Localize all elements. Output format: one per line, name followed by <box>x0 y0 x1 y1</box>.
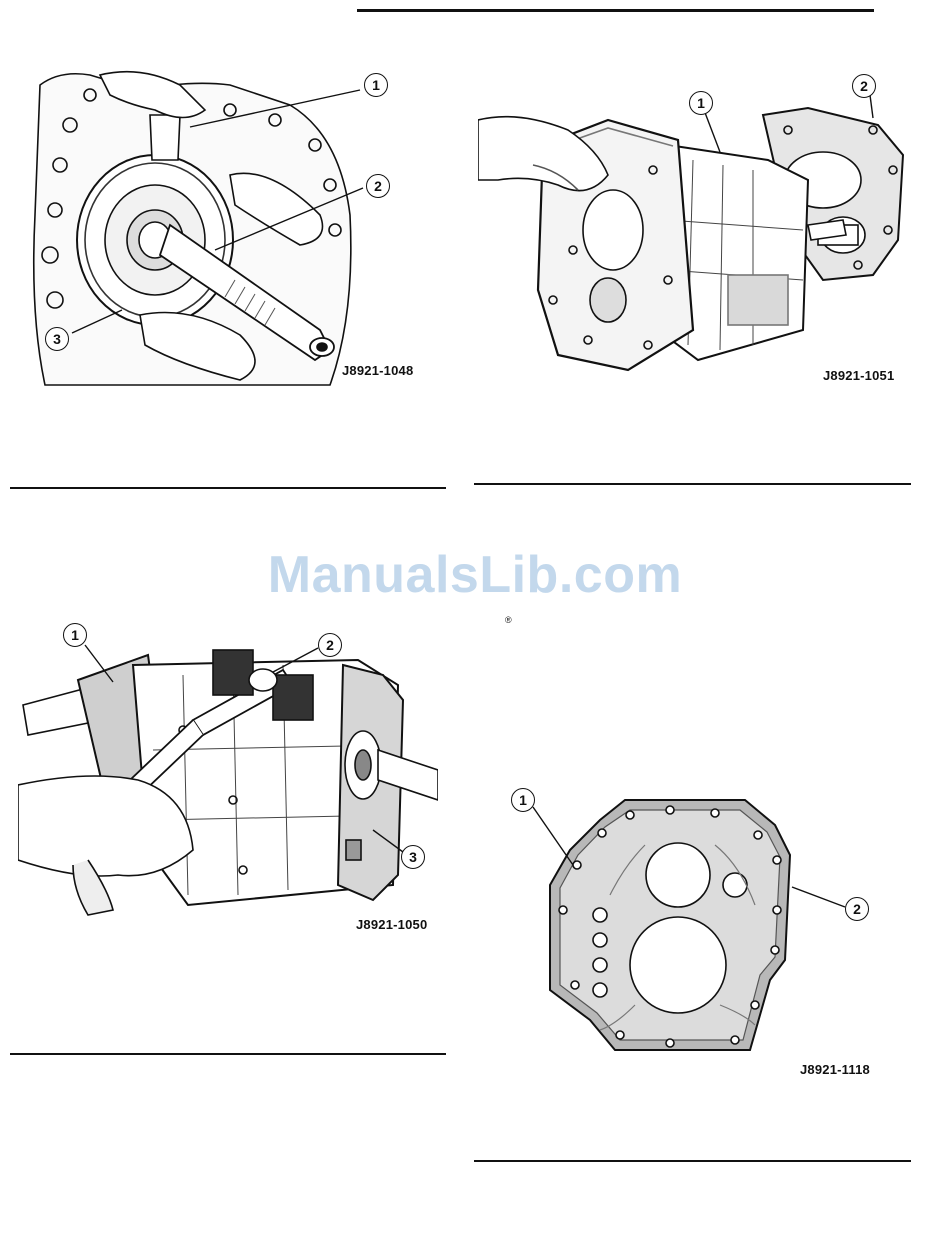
figure-adapter-gasket: 1 2 <box>505 785 855 1060</box>
watermark: ManualsLib.com <box>0 545 950 605</box>
callout-3: 3 <box>45 327 69 351</box>
figure-id: J8921-1050 <box>356 917 427 932</box>
callout-1: 1 <box>511 788 535 812</box>
callout-1: 1 <box>63 623 87 647</box>
top-rule <box>357 9 874 12</box>
figure-2-divider <box>474 483 911 485</box>
figure-id: J8921-1051 <box>823 368 894 383</box>
adapter-gasket-illustration <box>505 785 855 1060</box>
case-separation-illustration <box>18 620 438 920</box>
figure-input-shaft-bearing: 1 2 3 J8921-1048 <box>30 65 430 390</box>
callout-2: 2 <box>366 174 390 198</box>
figure-id: J8921-1118 <box>800 1062 870 1077</box>
figure-1-divider <box>10 487 446 489</box>
transmission-case-illustration <box>478 70 908 390</box>
figure-case-separation: 1 2 3 J8921-1050 <box>18 620 438 920</box>
callout-2: 2 <box>852 74 876 98</box>
figure-transmission-case: 1 2 J8921-1051 <box>478 70 908 390</box>
callout-1: 1 <box>364 73 388 97</box>
callout-2: 2 <box>318 633 342 657</box>
input-shaft-illustration <box>30 65 430 390</box>
callout-3: 3 <box>401 845 425 869</box>
figure-id: J8921-1048 <box>342 363 413 378</box>
registered-mark: ® <box>505 615 512 625</box>
figure-4-divider <box>474 1160 911 1162</box>
figure-3-divider <box>10 1053 446 1055</box>
callout-1: 1 <box>689 91 713 115</box>
callout-2: 2 <box>845 897 869 921</box>
